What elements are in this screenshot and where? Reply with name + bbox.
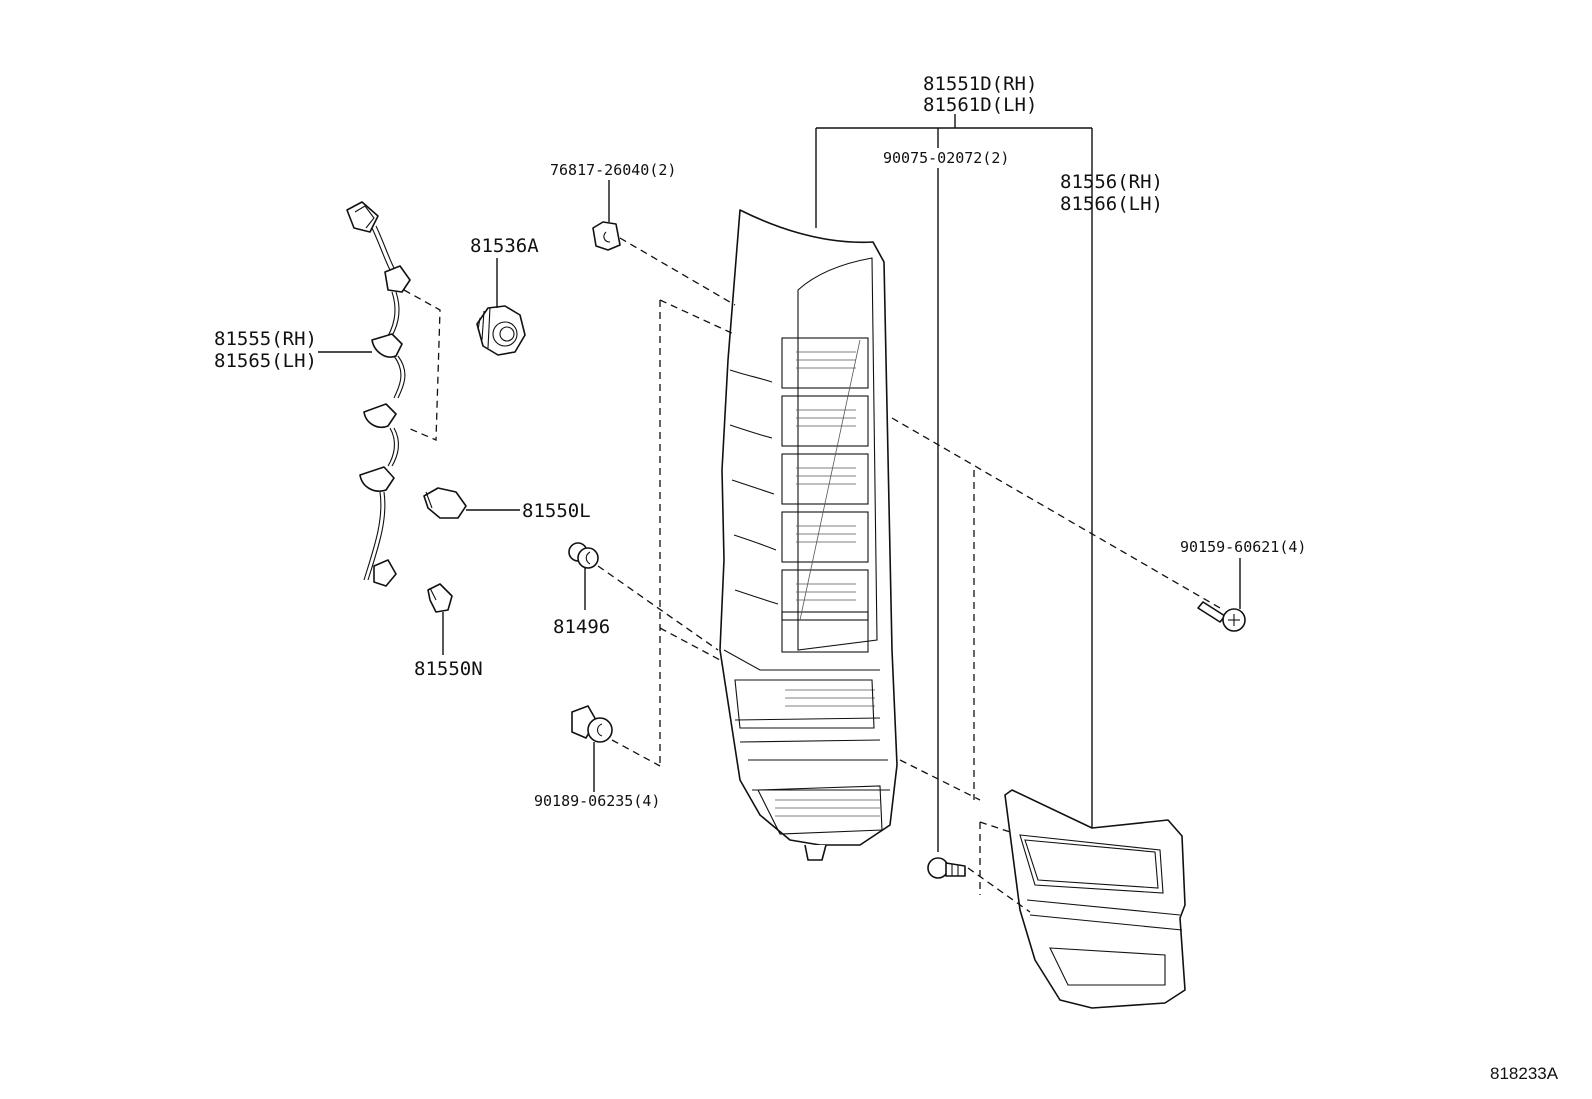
screw-90075[interactable] — [927, 857, 966, 879]
socket-81536a[interactable] — [476, 258, 526, 356]
label-clip-top: 76817-26040(2) — [550, 161, 676, 179]
bulb-81550n[interactable] — [427, 583, 453, 655]
label-lens-lh: 81566(LH) — [1060, 193, 1163, 215]
label-wire-rh: 81555(RH) — [214, 328, 317, 350]
label-bulb-n: 81550N — [414, 658, 483, 680]
assembly-lines — [403, 237, 1221, 913]
part-labels: 81551D(RH) 81561D(LH) 90075-02072(2) 815… — [214, 73, 1559, 1083]
bulb-81550l[interactable] — [423, 487, 520, 519]
label-grommet: 81496 — [553, 616, 610, 638]
label-screw-right: 90159-60621(4) — [1180, 538, 1306, 556]
reference-number: 818233A — [1490, 1064, 1559, 1083]
label-lamp-assy-lh: 81561D(LH) — [923, 94, 1037, 116]
lamp-assy-bracket — [815, 114, 1093, 852]
tail-lamp-lens[interactable] — [1004, 789, 1186, 1009]
label-lamp-assy-rh: 81551D(RH) — [923, 73, 1037, 95]
label-lens-rh: 81556(RH) — [1060, 171, 1163, 193]
label-clip-bottom: 90189-06235(4) — [534, 792, 660, 810]
screw-90159[interactable] — [1197, 558, 1246, 632]
label-bulb-l: 81550L — [522, 500, 591, 522]
grommet-81496[interactable] — [568, 542, 599, 610]
label-socket: 81536A — [470, 235, 539, 257]
label-screw-upper: 90075-02072(2) — [883, 149, 1009, 167]
clip-90189[interactable] — [571, 705, 613, 792]
tail-lamp-housing[interactable] — [719, 209, 898, 861]
label-wire-lh: 81565(LH) — [214, 350, 317, 372]
wire-harness[interactable] — [318, 201, 411, 587]
clip-76817[interactable] — [592, 180, 621, 251]
